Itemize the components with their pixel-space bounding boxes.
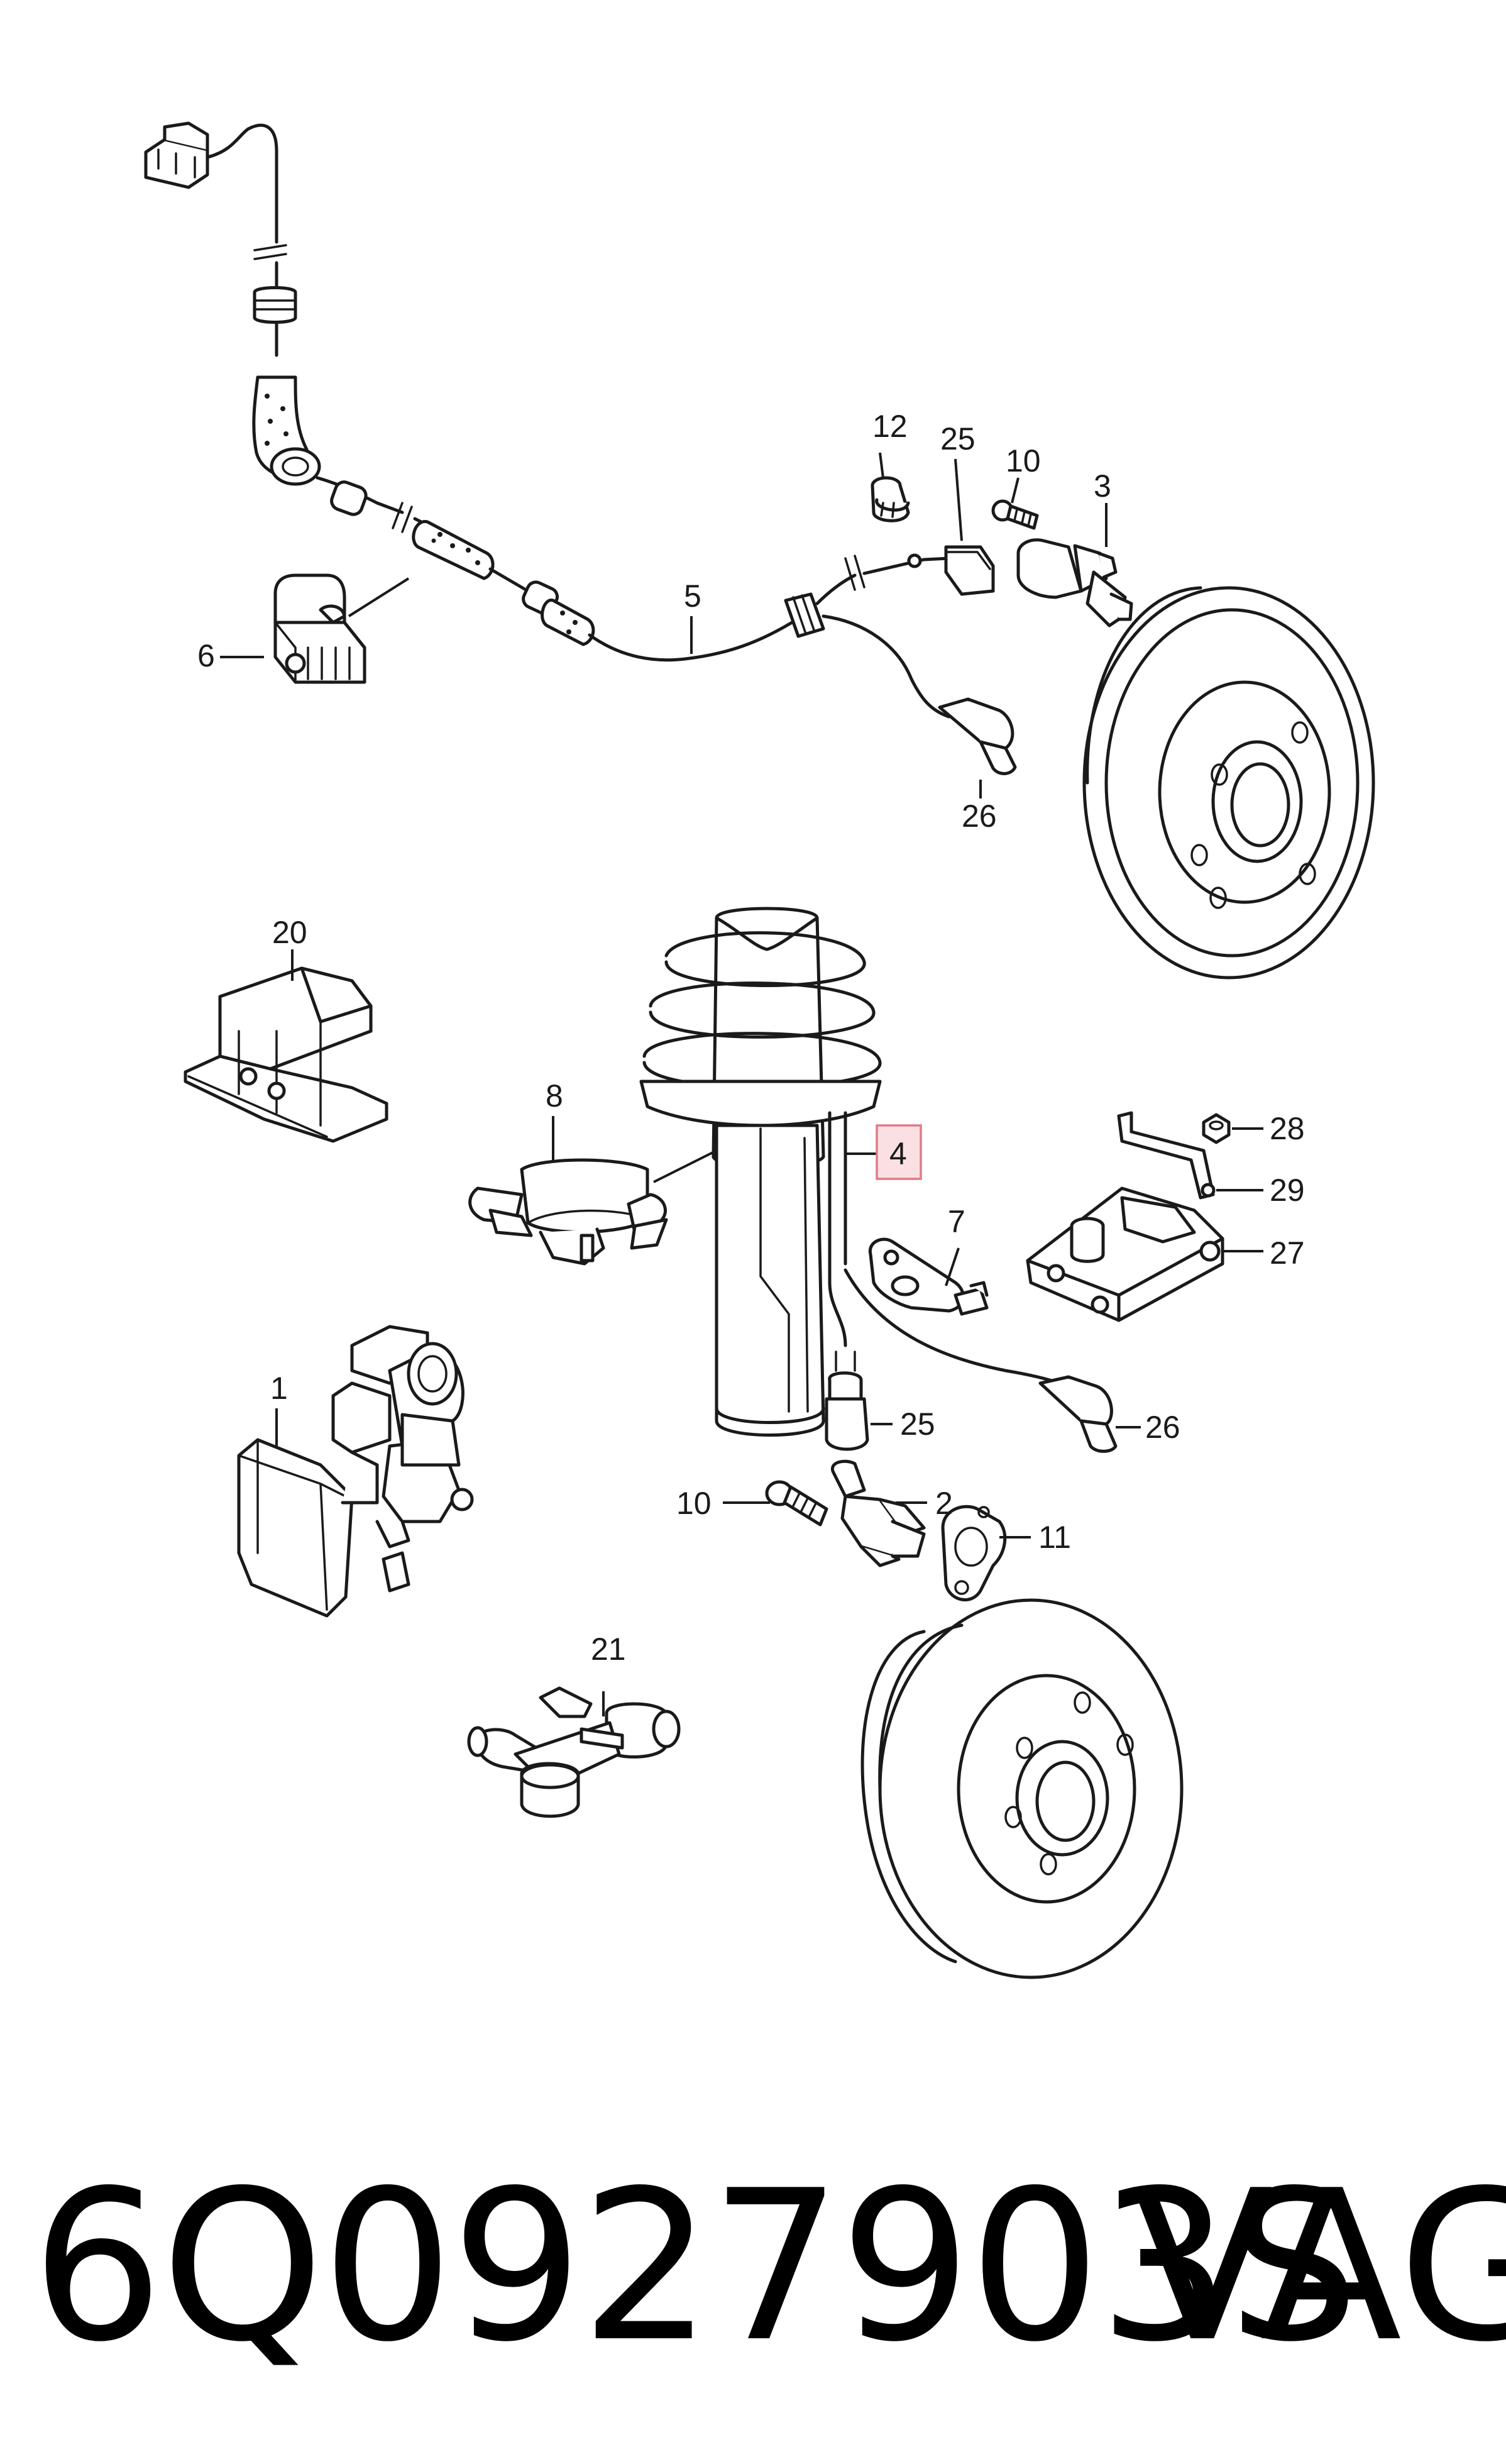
callout-7: 7 <box>948 1204 965 1239</box>
callout-10-upper: 10 <box>1006 443 1041 478</box>
callout-25-upper: 25 <box>940 421 976 456</box>
part-3-speed-sensor-upper <box>1016 503 1133 627</box>
callout-11: 11 <box>1038 1520 1071 1555</box>
part-number: 6Q0927903S <box>31 2146 1360 2387</box>
callout-26-lower: 26 <box>1145 1410 1180 1445</box>
part-10-bolt-lower <box>723 1480 828 1527</box>
part-8-bracket <box>468 1149 717 1266</box>
callout-26-upper: 26 <box>962 798 997 834</box>
part-25-connector-lower <box>825 1351 893 1451</box>
part-20-bracket-module <box>184 949 388 1143</box>
callout-21: 21 <box>591 1632 626 1667</box>
part-2-speed-sensor-lower <box>830 1459 927 1567</box>
callout-3: 3 <box>1094 468 1111 504</box>
callout-1: 1 <box>270 1371 288 1406</box>
callout-12: 12 <box>872 409 908 444</box>
callout-25-lower: 25 <box>900 1406 935 1442</box>
callout-4: 4 <box>889 1136 907 1171</box>
lower-sensor-cable <box>844 1268 1141 1453</box>
part-28-nut <box>1202 1113 1231 1144</box>
part-27-sensor-module <box>1026 1186 1224 1322</box>
callout-10-lower: 10 <box>676 1486 712 1521</box>
highlight-box <box>876 1124 922 1180</box>
callout-6: 6 <box>197 638 215 673</box>
upper-wiring-harness <box>144 121 1017 775</box>
callout-labels: 12 25 10 3 5 6 26 20 8 28 29 27 7 1 25 2… <box>197 409 1305 1667</box>
callout-28: 28 <box>1270 1111 1305 1146</box>
part-12-bushing <box>871 476 910 522</box>
callout-4-highlight: 4 <box>845 1124 922 1180</box>
part-1-control-unit <box>237 1325 474 1618</box>
part-6-clamp <box>273 573 410 684</box>
part-29-bracket-plate <box>1117 1111 1216 1200</box>
callout-2: 2 <box>935 1486 953 1521</box>
spring-strut <box>639 907 882 1437</box>
part-21-valve-assembly <box>467 1686 681 1818</box>
part-10-bolt-upper <box>991 499 1039 530</box>
part-11-gasket <box>941 1505 1031 1601</box>
brand-label: VAG <box>1131 2146 1506 2387</box>
callout-8: 8 <box>546 1078 563 1113</box>
callout-27: 27 <box>1270 1235 1305 1271</box>
callout-20: 20 <box>272 915 307 950</box>
callout-29: 29 <box>1270 1173 1305 1208</box>
brake-disc-upper <box>1082 586 1375 980</box>
brake-disc-lower <box>860 1598 1184 1979</box>
callout-5: 5 <box>684 578 701 614</box>
part-7-holder <box>868 1237 989 1316</box>
part-25-connector-upper <box>944 545 995 596</box>
